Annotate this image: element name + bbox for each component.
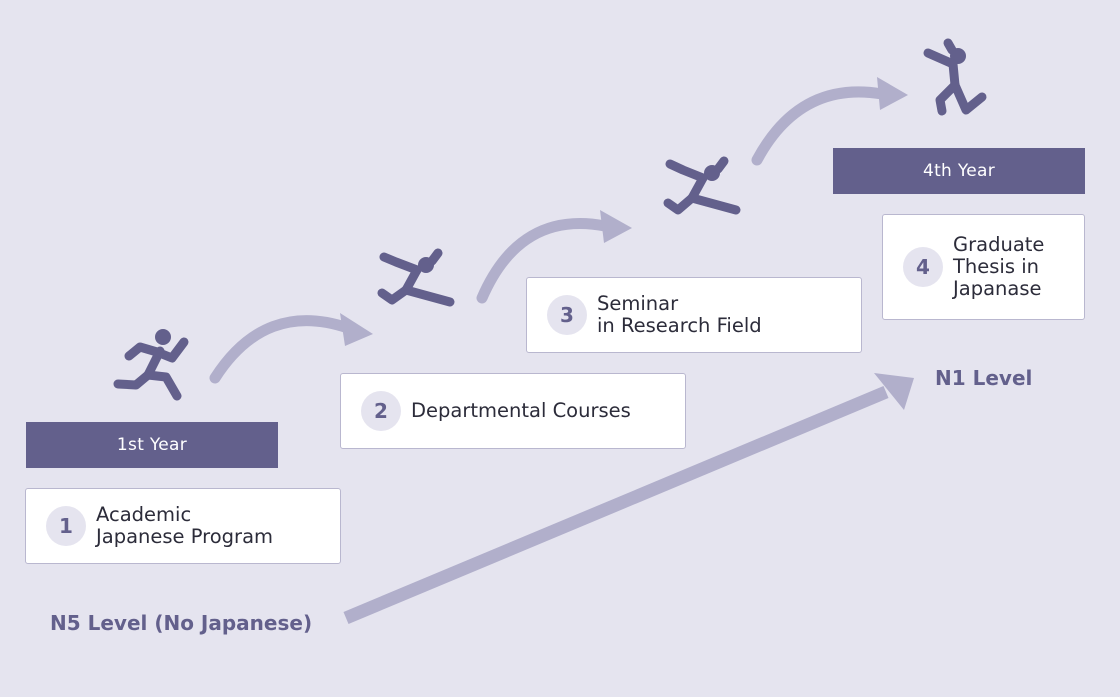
curved-arrow-1 bbox=[209, 313, 373, 384]
runner-icon bbox=[113, 329, 189, 401]
level-progress-arrow bbox=[343, 373, 914, 624]
runner-leap-icon bbox=[377, 248, 455, 307]
step-label: Academic Japanese Program bbox=[96, 503, 274, 548]
step-card-1: 1 Academic Japanese Program bbox=[25, 488, 341, 564]
step-label: Graduate Thesis in Japanase bbox=[953, 233, 1045, 300]
step-number-badge: 3 bbox=[547, 295, 587, 335]
fourth-year-bar: 4th Year bbox=[833, 148, 1085, 194]
runner-jump-icon bbox=[923, 38, 987, 116]
step-label: Seminar in Research Field bbox=[597, 292, 762, 337]
step-label: Departmental Courses bbox=[411, 399, 631, 422]
first-year-bar: 1st Year bbox=[26, 422, 278, 468]
end-level-label: N1 Level bbox=[935, 366, 1033, 390]
step-number-badge: 1 bbox=[46, 506, 86, 546]
curved-arrow-3 bbox=[751, 77, 908, 166]
step-card-2: 2 Departmental Courses bbox=[340, 373, 686, 449]
step-number-badge: 2 bbox=[361, 391, 401, 431]
fourth-year-label: 4th Year bbox=[922, 161, 996, 181]
step-card-4: 4 Graduate Thesis in Japanase bbox=[882, 214, 1085, 320]
step-card-3: 3 Seminar in Research Field bbox=[526, 277, 862, 353]
runner-high-leap-icon bbox=[663, 156, 741, 215]
step-number-badge: 4 bbox=[903, 247, 943, 287]
first-year-label: 1st Year bbox=[116, 435, 188, 455]
curved-arrow-2 bbox=[476, 210, 632, 304]
start-level-label: N5 Level (No Japanese) bbox=[50, 611, 313, 635]
